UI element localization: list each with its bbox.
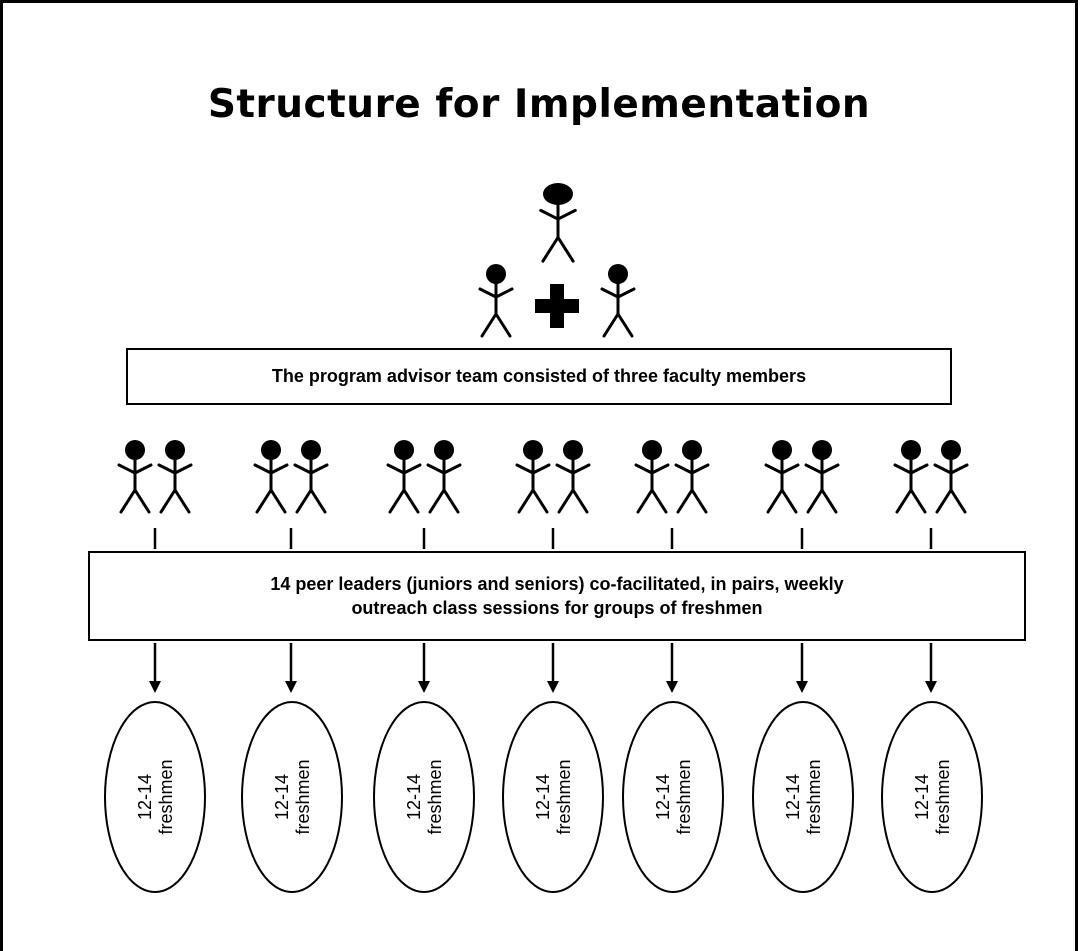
peer-leader-icon (674, 440, 710, 514)
group-ellipse (241, 701, 343, 893)
peer-leader-icon (426, 440, 462, 514)
group-size-label: 12-14 (135, 774, 155, 820)
group-ellipse (104, 701, 206, 893)
advisor-figure-icon (600, 264, 636, 338)
peer-leader-icon (515, 440, 551, 514)
peer-leader-pair (893, 440, 969, 514)
peer-leaders-text-line2: outreach class sessions for groups of fr… (351, 598, 763, 618)
peer-leader-pair (253, 440, 329, 514)
group-size-label: 12-14 (783, 774, 803, 820)
group-type-label: freshmen (293, 759, 313, 834)
peer-leader-pair (386, 440, 462, 514)
group-size-label: 12-14 (272, 774, 292, 820)
peer-leader-icon (293, 440, 329, 514)
peer-leader-icon (253, 440, 289, 514)
group-size-label: 12-14 (533, 774, 553, 820)
connector-lines (153, 528, 933, 549)
arrows (149, 643, 937, 693)
down-arrow-icon (666, 643, 678, 693)
peer-leader-icon (893, 440, 929, 514)
group-type-label: freshmen (156, 759, 176, 834)
peer-leaders-box: 14 peer leaders (juniors and seniors) co… (88, 551, 1026, 641)
group-ellipse (622, 701, 724, 893)
peer-leader-icon (804, 440, 840, 514)
peer-leader-icon (933, 440, 969, 514)
peer-leaders-text-line1: 14 peer leaders (juniors and seniors) co… (270, 574, 844, 594)
page-title: Structure for Implementation (207, 82, 871, 127)
group-ellipse (502, 701, 604, 893)
plus-icon (535, 284, 579, 328)
group-size-label: 12-14 (653, 774, 673, 820)
down-arrow-icon (149, 643, 161, 693)
group-ellipse (752, 701, 854, 893)
down-arrow-icon (925, 643, 937, 693)
peer-leader-icon (117, 440, 153, 514)
advisor-team-figures (478, 183, 636, 338)
peer-leader-icon (764, 440, 800, 514)
peer-leader-pair (634, 440, 710, 514)
advisor-figure-icon (539, 183, 577, 263)
group-type-label: freshmen (674, 759, 694, 834)
peer-leader-icon (634, 440, 670, 514)
group-type-label: freshmen (804, 759, 824, 834)
group-ellipse (373, 701, 475, 893)
group-type-label: freshmen (425, 759, 445, 834)
advisor-figure-icon (478, 264, 514, 338)
advisor-team-text: The program advisor team consisted of th… (271, 366, 807, 386)
peer-leader-pair (764, 440, 840, 514)
down-arrow-icon (418, 643, 430, 693)
down-arrow-icon (547, 643, 559, 693)
group-type-label: freshmen (933, 759, 953, 834)
peer-leader-icon (386, 440, 422, 514)
down-arrow-icon (285, 643, 297, 693)
group-ellipse (881, 701, 983, 893)
peer-leader-pair (515, 440, 591, 514)
down-arrow-icon (796, 643, 808, 693)
peer-leader-pair (117, 440, 193, 514)
group-size-label: 12-14 (912, 774, 932, 820)
advisor-team-box: The program advisor team consisted of th… (126, 348, 952, 405)
group-type-label: freshmen (554, 759, 574, 834)
peer-leader-icon (157, 440, 193, 514)
peer-leader-figures (117, 440, 969, 514)
group-size-label: 12-14 (404, 774, 424, 820)
peer-leader-icon (555, 440, 591, 514)
